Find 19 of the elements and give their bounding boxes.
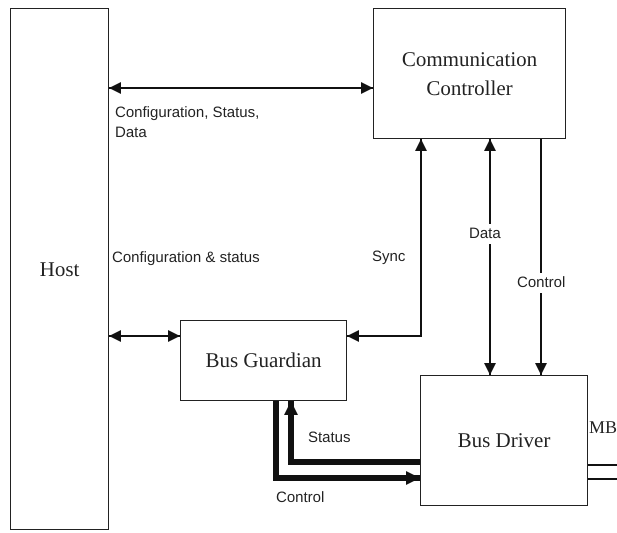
arrow	[109, 330, 180, 342]
arrow	[535, 139, 547, 375]
process-box	[10, 8, 109, 530]
node-label: Communication Controller	[400, 46, 538, 102]
edge-label: Configuration & status	[112, 248, 262, 268]
arrow	[273, 401, 420, 485]
node-label: Bus Driver	[456, 427, 552, 454]
arrow	[109, 82, 373, 94]
edge-label: Data	[469, 224, 501, 244]
node-label: Bus Guardian	[204, 347, 323, 374]
arrow	[484, 139, 496, 375]
node-label: Host	[38, 256, 80, 283]
arrow	[284, 401, 420, 465]
edge-label: Control	[517, 273, 566, 294]
process-box	[420, 375, 588, 506]
process-box	[373, 8, 566, 139]
arrow	[347, 139, 427, 342]
process-box	[180, 320, 347, 401]
bus-label: MB	[589, 416, 617, 439]
